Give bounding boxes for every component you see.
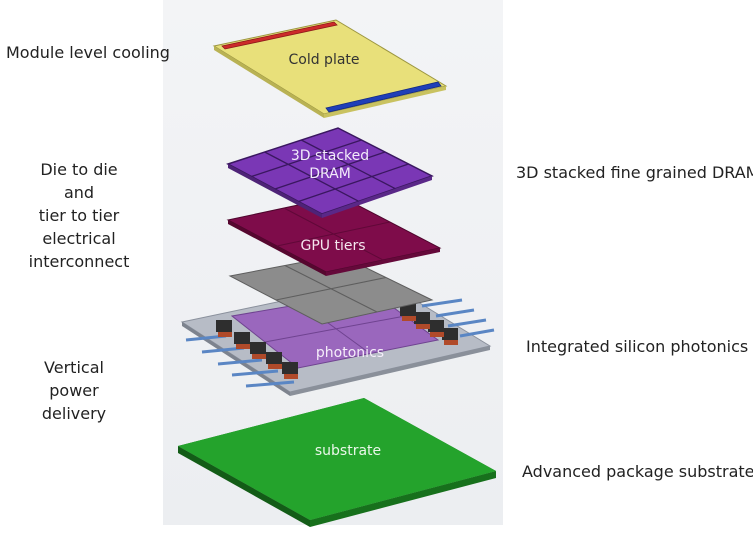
dram-grid: [251, 139, 409, 203]
photonics-label: photonics: [316, 345, 384, 361]
interconnect-line-2: and: [63, 183, 95, 202]
right-optical-connectors: [400, 298, 495, 345]
substrate-description-label: Advanced package substrate: [522, 462, 753, 481]
power-line-1: Vertical: [44, 358, 104, 377]
cold-plate-layer: Cold plate: [212, 19, 448, 118]
substrate-top: [178, 398, 496, 520]
interconnect-line-1: Die to die: [40, 160, 118, 179]
dram-layer: 3D stacked DRAM: [226, 127, 434, 218]
gpu-tiers-label: GPU tiers: [300, 238, 365, 254]
photonics-description-label: Integrated silicon photonics: [526, 337, 749, 356]
vertical-power-delivery-label: Vertical power delivery: [24, 356, 124, 425]
cold-plate-blue-outlet: [325, 81, 442, 113]
dram-description-label: 3D stacked fine grained DRAM: [516, 163, 753, 182]
silicon-base-layer: [228, 254, 434, 325]
cold-plate-red-inlet: [221, 21, 338, 50]
power-line-2: power: [49, 381, 99, 400]
dram-label-line-1: 3D stacked: [291, 148, 369, 164]
cold-plate-label: Cold plate: [288, 52, 359, 68]
interconnect-line-4: electrical: [42, 229, 116, 248]
substrate-label: substrate: [315, 443, 381, 459]
interconnect-label: Die to die and tier to tier electrical i…: [14, 158, 144, 273]
substrate-layer: substrate: [178, 398, 496, 527]
interconnect-line-3: tier to tier: [38, 206, 120, 225]
power-line-3: delivery: [41, 404, 107, 423]
photonics-layer: photonics: [180, 279, 495, 396]
dram-label-line-2: DRAM: [309, 166, 351, 182]
module-level-cooling-label: Module level cooling: [6, 43, 170, 62]
gpu-tiers-layer: GPU tiers: [226, 195, 442, 276]
left-optical-connectors: [185, 320, 298, 388]
interconnect-line-5: interconnect: [28, 252, 130, 271]
